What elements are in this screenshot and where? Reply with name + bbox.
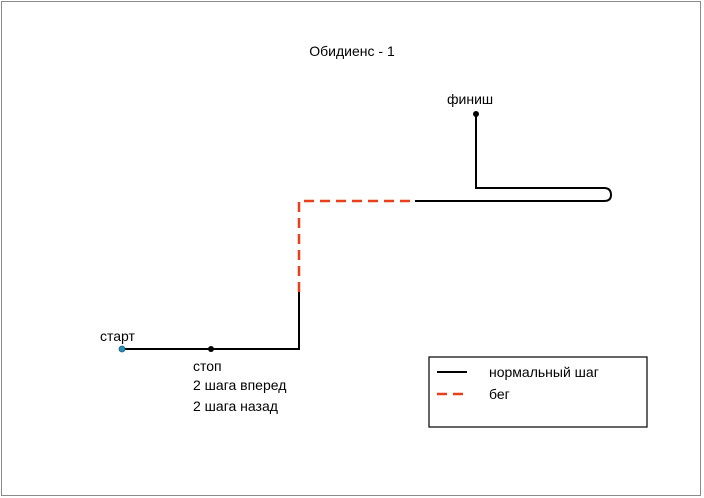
step-back-label: 2 шага назад: [193, 398, 278, 414]
legend: нормальный шаг бег: [428, 356, 648, 428]
diagram-title: Обидиенс - 1: [309, 43, 395, 59]
stop-label: стоп: [193, 358, 222, 374]
start-point: [118, 345, 126, 353]
path-run: [297, 199, 415, 292]
legend-run-label: бег: [489, 386, 510, 402]
step-forward-label: 2 шага вперед: [193, 377, 286, 393]
path-normal-start: [122, 292, 300, 350]
start-label: старт: [100, 328, 136, 344]
legend-box: [428, 356, 648, 428]
finish-label: финиш: [447, 91, 493, 107]
legend-normal-label: нормальный шаг: [489, 364, 599, 380]
stop-point: [208, 346, 214, 352]
finish-point: [473, 111, 479, 117]
path-normal-end: [415, 114, 613, 202]
